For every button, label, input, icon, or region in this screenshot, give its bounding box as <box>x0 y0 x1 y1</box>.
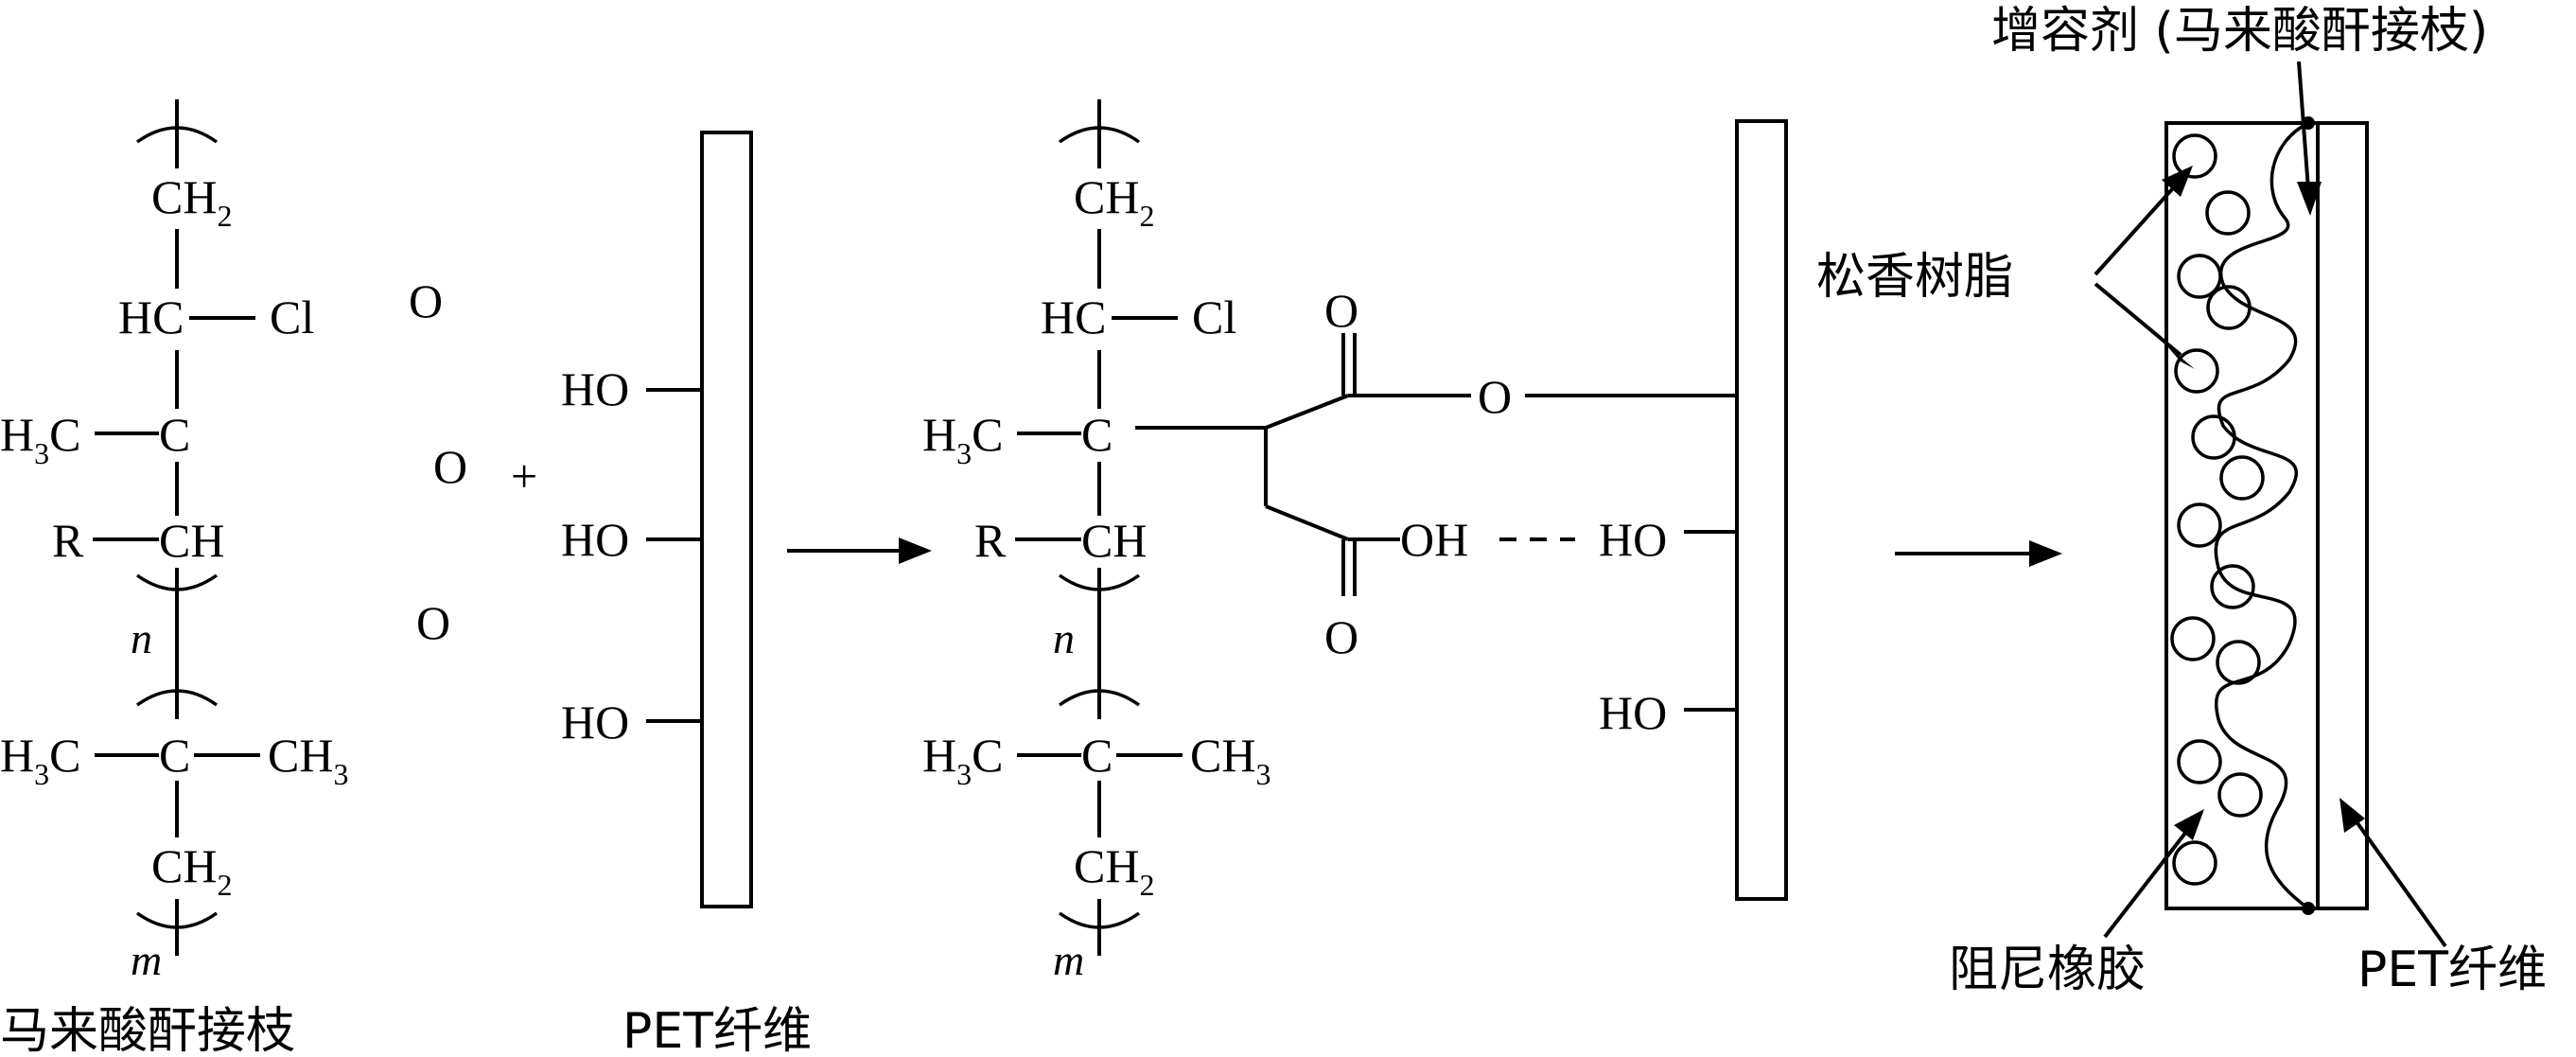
reaction-arrow-1 <box>787 537 932 564</box>
product-ch: CH <box>1081 514 1147 567</box>
damping-rubber-layer <box>2164 121 2369 910</box>
ch3-label: CH3 <box>268 729 348 791</box>
ho-left-1: HO <box>561 362 629 415</box>
product-h3c-bot: H3C <box>922 729 1003 791</box>
product-o-bot: O <box>1324 610 1358 663</box>
bracket-mid-upper <box>135 689 219 707</box>
anhydride: O O O + <box>409 274 537 649</box>
ho-left-3: HO <box>561 696 629 749</box>
ch2-top-label: CH2 <box>151 170 232 233</box>
pet-fiber-right: HO HO <box>1599 119 1788 901</box>
h3c-mid-label: H3C <box>0 408 80 470</box>
pet-bar-left <box>700 131 753 908</box>
hc-label: HC <box>118 291 184 344</box>
anhydride-o1: O <box>409 274 443 327</box>
rosin-label: 松香树脂 <box>1816 249 2013 306</box>
product-cl: Cl <box>1192 291 1236 344</box>
n-label: n <box>131 614 152 662</box>
composite-schematic: 增容剂 (马来酸酐接枝) 松香树脂 阻尼橡胶 PET纤维 <box>1816 3 2547 998</box>
c-bot-label: C <box>159 729 190 782</box>
anhydride-o2: O <box>433 440 467 493</box>
compatibilizer-label: 增容剂 (马来酸酐接枝) <box>1991 3 2488 60</box>
anhydride-o3: O <box>416 596 450 649</box>
ch2-bot-label: CH2 <box>151 839 232 902</box>
cl-label: Cl <box>270 291 314 344</box>
ho-right-2: HO <box>1599 686 1667 739</box>
compatibilizer-curve <box>2214 121 2310 910</box>
ho-left-2: HO <box>561 513 629 566</box>
bracket-bottom <box>135 911 219 929</box>
product-ch2-top: CH2 <box>1074 170 1154 233</box>
damping-rubber-label: 阻尼橡胶 <box>1949 942 2146 998</box>
ho-right-1: HO <box>1599 513 1667 566</box>
left-caption: 马来酸酐接枝 <box>0 1003 295 1057</box>
pet-right-label: PET纤维 <box>2357 942 2547 998</box>
plus-sign: + <box>511 449 537 502</box>
pet-fiber-left: HO HO HO PET纤维 <box>561 131 812 1057</box>
rosin-particles <box>2170 133 2265 886</box>
product-c-bot: C <box>1081 729 1113 782</box>
product-h3c-mid: H3C <box>922 408 1003 470</box>
product-m: m <box>1053 936 1084 984</box>
product-hc: HC <box>1041 291 1106 344</box>
product-o-link: O <box>1478 370 1512 423</box>
r-label: R <box>52 514 84 567</box>
left-molecule: CH2 HC Cl H3C C R CH n H3C C CH3 CH2 m 马… <box>0 99 348 1057</box>
reaction-arrow-2 <box>1895 540 2062 567</box>
m-label: m <box>131 936 162 984</box>
pet-left-caption: PET纤维 <box>622 1003 812 1057</box>
product-o-top: O <box>1324 284 1358 337</box>
c-mid-label: C <box>159 408 190 461</box>
h3c-bot-label: H3C <box>0 729 80 791</box>
product-oh: OH <box>1400 513 1468 566</box>
pet-bar-right <box>1735 119 1788 901</box>
product-ch3: CH3 <box>1190 729 1270 791</box>
product-ch2-bot: CH2 <box>1074 839 1154 902</box>
ch-label: CH <box>159 514 224 567</box>
product-r: R <box>974 514 1007 567</box>
product-molecule: CH2 HC Cl H3C C R CH n H3C C CH3 CH2 m O <box>922 99 1737 984</box>
product-c-mid: C <box>1081 408 1113 461</box>
product-n: n <box>1053 614 1075 662</box>
